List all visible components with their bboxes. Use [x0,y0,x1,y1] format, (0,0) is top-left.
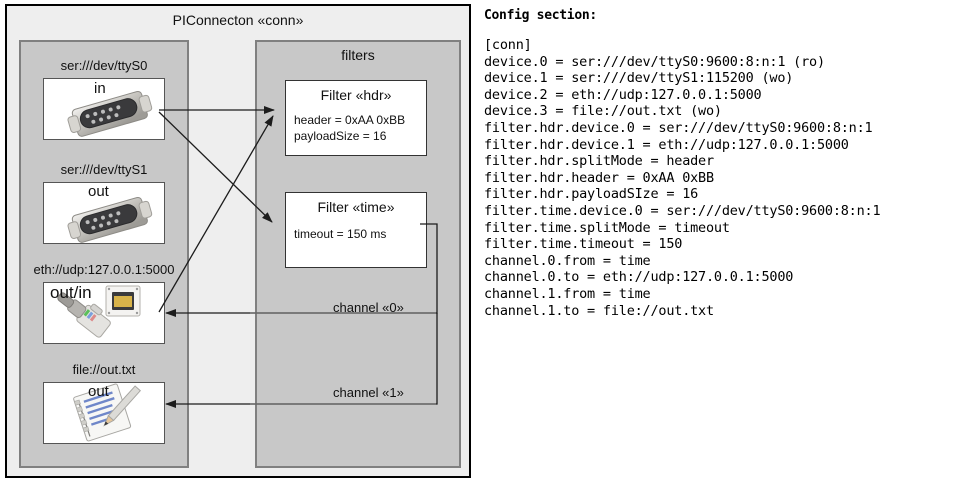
config-heading: Config section: [484,8,597,23]
serial-port-icon [67,196,153,243]
config-line: channel.0.to = eth://udp:127.0.0.1:5000 [484,269,794,286]
device-label-serial-ttys1: ser:///dev/ttyS1 [60,162,148,177]
device-box-file-out[interactable]: out [43,382,165,444]
config-line: filter.time.timeout = 150 [484,236,683,253]
filter-attr-timeout: timeout = 150 ms [294,227,387,241]
serial-port-icon [67,90,153,137]
config-line: device.0 = ser:///dev/ttyS0:9600:8:n:1 (… [484,53,825,70]
config-line: channel.0.from = time [484,252,651,269]
channel-label-1: channel «1» [333,385,404,400]
channel-label-0: channel «0» [333,300,404,315]
filter-attr-payloadsize: payloadSize = 16 [294,129,387,143]
device-direction-file-out: out [88,383,109,400]
filter-box-hdr[interactable]: Filter «hdr» header = 0xAA 0xBB payloadS… [285,80,427,156]
config-line: filter.hdr.device.1 = eth://udp:127.0.0.… [484,136,849,153]
device-direction-serial-ttys0: in [94,80,106,97]
device-box-serial-ttys1[interactable]: out [43,182,165,244]
config-lines: [conn]device.0 = ser:///dev/ttyS0:9600:8… [484,37,960,319]
config-line: [conn] [484,37,532,53]
config-panel: Config section: [conn]device.0 = ser:///… [484,8,960,319]
diagram-panel: PIConnecton «conn» filters ser:///dev/tt… [5,4,471,478]
device-label-serial-ttys0: ser:///dev/ttyS0 [60,58,148,73]
diagram-title: PIConnecton «conn» [172,12,304,28]
filter-box-time[interactable]: Filter «time» timeout = 150 ms [285,192,427,268]
config-line: device.3 = file://out.txt (wo) [484,103,722,120]
config-line: filter.hdr.header = 0xAA 0xBB [484,169,714,186]
config-line: channel.1.to = file://out.txt [484,302,714,319]
ethernet-icon [57,285,141,338]
config-line: device.1 = ser:///dev/ttyS1:115200 (wo) [484,70,794,87]
filter-attr-header: header = 0xAA 0xBB [294,113,406,127]
device-direction-serial-ttys1: out [88,183,109,200]
config-line: channel.1.from = time [484,285,651,302]
text-file-icon [73,383,142,442]
config-line: device.2 = eth://udp:127.0.0.1:5000 [484,86,762,103]
device-label-file-out: file://out.txt [72,362,136,377]
config-line: filter.hdr.device.0 = ser:///dev/ttyS0:9… [484,119,873,136]
device-box-ethernet-udp[interactable]: out/in [43,282,165,344]
config-line: filter.time.device.0 = ser:///dev/ttyS0:… [484,202,881,219]
config-line: filter.hdr.splitMode = header [484,153,714,170]
filters-group-title: filters [341,47,375,63]
config-line: filter.hdr.payloadSIze = 16 [484,186,699,203]
device-direction-ethernet-udp: out/in [50,283,92,302]
filter-title-time: Filter «time» [317,199,395,215]
device-label-ethernet-udp: eth://udp:127.0.0.1:5000 [33,262,175,277]
config-line: filter.time.splitMode = timeout [484,219,730,236]
device-box-serial-ttys0[interactable]: in [43,78,165,140]
filter-title-hdr: Filter «hdr» [320,87,392,103]
